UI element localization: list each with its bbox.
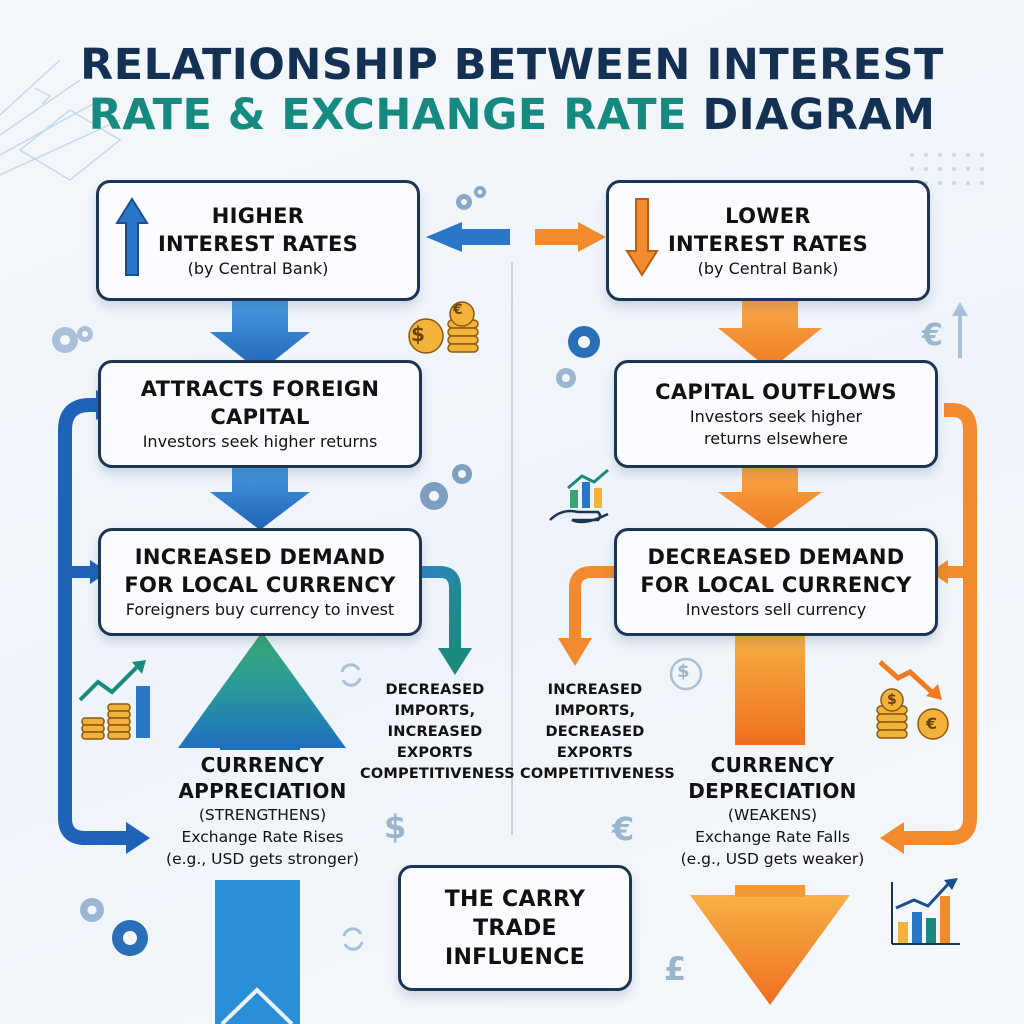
box-heading-line: LOWER [725, 203, 811, 228]
box-subtext: (by Central Bank) [697, 258, 839, 278]
up-arrow-icon [115, 197, 149, 276]
box-subtext: Investors sell currency [685, 600, 867, 619]
gear-icon [52, 326, 93, 353]
gear-icon [80, 898, 148, 956]
increased-demand-box: INCREASED DEMAND FOR LOCAL CURRENCY Fore… [98, 528, 422, 636]
dollar-symbol: $ [384, 808, 407, 846]
right-down-arrow-2 [718, 464, 822, 530]
title-line-2: RATE & EXCHANGE RATE DIAGRAM [0, 90, 1024, 140]
result-heading: DEPRECIATION [688, 779, 857, 803]
title-end: DIAGRAM [702, 90, 936, 140]
left-down-arrow-2 [210, 464, 310, 530]
left-side-arrow [415, 566, 461, 650]
depreciation-arrow-head [690, 895, 850, 1005]
note-line: COMPETITIVENESS [520, 766, 675, 782]
result-subtext: (WEAKENS) [727, 806, 818, 824]
note-line: COMPETITIVENESS [360, 766, 515, 782]
coin-euro-symbol: € [453, 302, 463, 318]
bar-chart-icon [891, 878, 960, 945]
left-trade-effect-note: DECREASED IMPORTS, INCREASED EXPORTS COM… [360, 680, 515, 785]
euro-up-icon [952, 302, 968, 358]
carry-trade-line: THE CARRY [444, 886, 586, 912]
result-subtext: Exchange Rate Rises [181, 828, 344, 846]
carry-trade-line: TRADE [473, 915, 557, 941]
coin-dollar-symbol: $ [411, 322, 425, 346]
right-feedback-loop [900, 403, 977, 845]
dollar-coin-icon [669, 657, 703, 691]
gear-icon [456, 186, 486, 210]
right-trade-effect-note: INCREASED IMPORTS, DECREASED EXPORTS COM… [520, 680, 675, 785]
right-side-arrow [569, 566, 615, 640]
right-down-arrow-1 [718, 300, 822, 370]
capital-outflows-box: CAPITAL OUTFLOWS Investors seek higher r… [614, 360, 938, 468]
euro-symbol: € [922, 318, 943, 353]
right-pointing-arrow [535, 222, 606, 252]
note-line: DECREASED [545, 724, 645, 740]
coin-stack-icon [876, 688, 949, 740]
left-feedback-loop [58, 398, 132, 845]
box-heading-line: INTEREST RATES [667, 231, 869, 256]
box-heading-line: FOR LOCAL CURRENCY [124, 573, 396, 597]
decreased-demand-box: DECREASED DEMAND FOR LOCAL CURRENCY Inve… [614, 528, 938, 636]
note-line: EXPORTS [556, 745, 634, 761]
note-line: INCREASED [387, 724, 483, 740]
note-line: IMPORTS, [554, 703, 636, 719]
box-heading-line: INTEREST RATES [157, 231, 359, 256]
gear-icon [420, 464, 472, 510]
box-heading-line: CAPITAL [210, 405, 310, 429]
currency-appreciation-label: CURRENCY APPRECIATION (STRENGTHENS) Exch… [130, 752, 395, 870]
box-heading-line: INCREASED DEMAND [134, 545, 386, 569]
title-line-1: RELATIONSHIP BETWEEN INTEREST [80, 40, 944, 90]
box-heading-line: FOR LOCAL CURRENCY [640, 573, 912, 597]
result-subtext: (e.g., USD gets stronger) [166, 850, 359, 868]
box-subtext: Foreigners buy currency to invest [125, 600, 395, 619]
result-subtext: (STRENGTHENS) [198, 806, 327, 824]
title-highlight: RATE & EXCHANGE RATE [88, 90, 687, 140]
dollar-symbol: $ [677, 661, 690, 682]
appreciation-arrow-head [178, 632, 346, 750]
carry-trade-box: THE CARRY TRADE INFLUENCE [398, 865, 632, 991]
result-heading: CURRENCY [710, 753, 835, 777]
pound-symbol: £ [664, 950, 687, 988]
appreciation-arrow-tail [215, 880, 300, 1024]
carry-trade-line: INFLUENCE [444, 944, 586, 970]
refresh-icon [340, 663, 362, 687]
box-heading-line: DECREASED DEMAND [647, 545, 905, 569]
left-down-arrow-1 [210, 300, 310, 372]
gear-icon [556, 326, 600, 388]
attracts-foreign-capital-box: ATTRACTS FOREIGN CAPITAL Investors seek … [98, 360, 422, 468]
box-subtext: (by Central Bank) [187, 258, 329, 278]
left-pointing-arrow [426, 222, 510, 252]
box-subtext: returns elsewhere [704, 429, 848, 448]
result-heading: APPRECIATION [178, 779, 347, 803]
box-subtext: Investors seek higher [689, 407, 863, 426]
hand-chart-icon [549, 468, 609, 524]
result-subtext: Exchange Rate Falls [695, 828, 850, 846]
corner-decoration [0, 59, 122, 181]
growth-chart-icon [78, 660, 150, 740]
depreciation-arrow-shaft [735, 632, 805, 745]
box-heading-line: HIGHER [211, 203, 305, 228]
lower-interest-rates-box: LOWER INTEREST RATES (by Central Bank) [606, 180, 930, 301]
currency-depreciation-label: CURRENCY DEPRECIATION (WEAKENS) Exchange… [640, 752, 905, 870]
note-line: IMPORTS, [394, 703, 476, 719]
note-line: DECREASED [385, 682, 485, 698]
box-heading-line: ATTRACTS FOREIGN [140, 377, 380, 401]
coin-dollar-symbol: $ [887, 692, 897, 708]
refresh-icon [342, 927, 364, 951]
result-heading: CURRENCY [200, 753, 325, 777]
coin-stack-icon [408, 301, 479, 354]
result-subtext: (e.g., USD gets weaker) [680, 850, 865, 868]
coin-euro-symbol: € [926, 714, 938, 733]
box-subtext: Investors seek higher returns [142, 432, 378, 451]
down-arrow-icon [625, 198, 659, 277]
note-line: EXPORTS [396, 745, 474, 761]
euro-symbol: € [612, 810, 635, 848]
note-line: INCREASED [547, 682, 643, 698]
higher-interest-rates-box: HIGHER INTEREST RATES (by Central Bank) [96, 180, 420, 301]
falling-trend-icon [878, 660, 942, 700]
box-heading-line: CAPITAL OUTFLOWS [655, 380, 897, 404]
